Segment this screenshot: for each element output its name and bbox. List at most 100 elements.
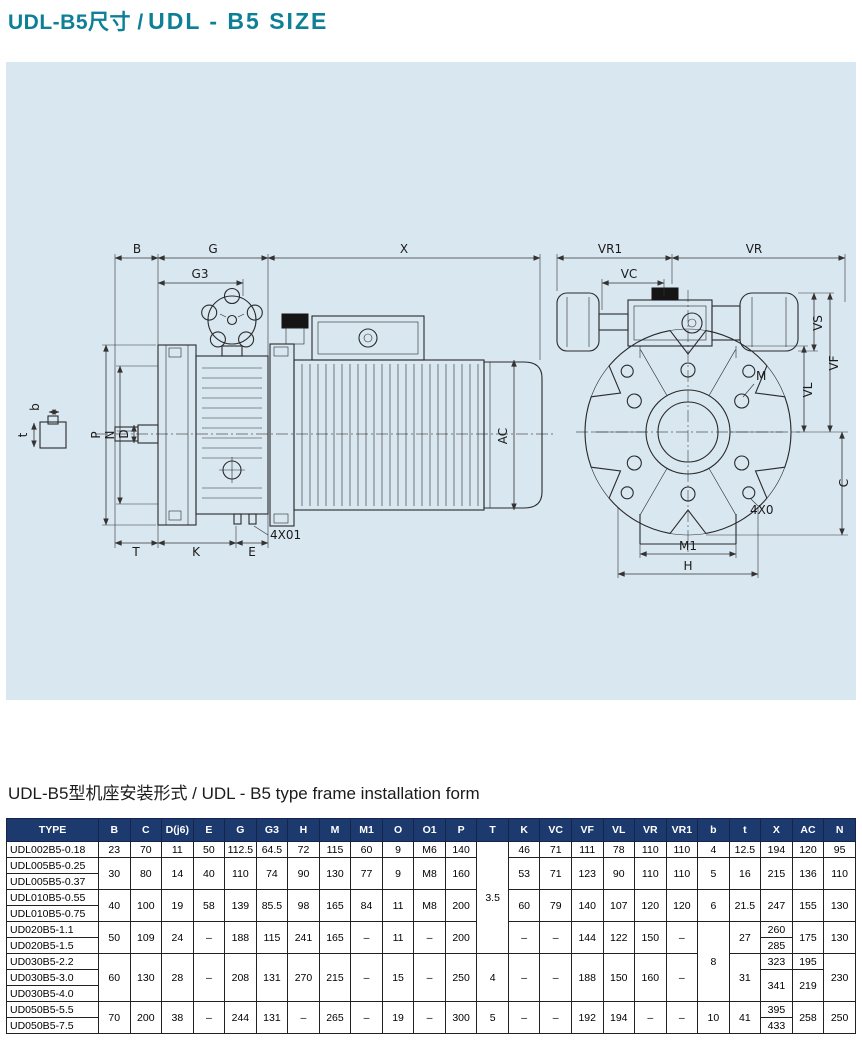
value-cell: 270 [287, 953, 320, 1002]
value-cell: 90 [287, 857, 320, 890]
value-cell: 115 [318, 841, 352, 858]
value-cell: 131 [255, 1001, 289, 1034]
value-cell: 27 [728, 921, 762, 954]
column-header: H [287, 818, 320, 842]
value-cell: – [192, 1001, 226, 1034]
value-cell: 79 [539, 889, 572, 922]
column-header: E [192, 818, 226, 842]
value-cell: – [350, 921, 383, 954]
column-header: X [760, 818, 793, 842]
column-header: AC [791, 818, 825, 842]
dim-label-t: t [16, 432, 30, 437]
value-cell: 250 [444, 953, 478, 1002]
value-cell: 50 [192, 841, 226, 858]
value-cell: 200 [444, 921, 478, 954]
column-header: G3 [255, 818, 289, 842]
value-cell: 215 [318, 953, 352, 1002]
type-cell: UD020B5-1.5 [6, 937, 99, 954]
value-cell: 130 [129, 953, 163, 1002]
drawing-panel: B G X G3 b t P N D T K E 4X01 AC [6, 62, 856, 700]
value-cell: 160 [444, 857, 478, 890]
value-cell: 250 [823, 1001, 856, 1034]
value-cell: 11 [381, 889, 415, 922]
type-cell: UD050B5-7.5 [6, 1017, 99, 1034]
value-cell: 188 [570, 953, 604, 1002]
side-view-drawing: B G X G3 b t P N D T K E 4X01 AC [16, 242, 554, 559]
value-cell: 4 [476, 953, 509, 1002]
page-title: UDL-B5尺寸 / UDL - B5 SIZE [8, 6, 328, 36]
value-cell: 230 [823, 953, 856, 1002]
value-cell: 140 [570, 889, 604, 922]
value-cell: 60 [350, 841, 383, 858]
value-cell: 85.5 [255, 889, 289, 922]
dim-label-d: D [117, 429, 131, 438]
value-cell: 120 [634, 889, 667, 922]
type-cell: UD030B5-3.0 [6, 969, 99, 986]
value-cell: 41 [728, 1001, 762, 1034]
value-cell: 115 [255, 921, 289, 954]
column-header: VR1 [665, 818, 699, 842]
value-cell: 208 [224, 953, 257, 1002]
column-header: VR [634, 818, 667, 842]
value-cell: 195 [791, 953, 825, 970]
value-cell: – [539, 953, 572, 1002]
dim-label-4xo1: 4X01 [270, 528, 301, 542]
value-cell: 50 [98, 921, 131, 954]
value-cell: 110 [823, 857, 856, 890]
value-cell: 74 [255, 857, 289, 890]
value-cell: M8 [413, 857, 446, 890]
dim-label-b: b [28, 403, 42, 411]
value-cell: 23 [98, 841, 131, 858]
dim-label-vf: VF [827, 355, 841, 370]
value-cell: 15 [381, 953, 415, 1002]
value-cell: – [350, 953, 383, 1002]
column-header: O1 [413, 818, 446, 842]
value-cell: 244 [224, 1001, 257, 1034]
value-cell: 72 [287, 841, 320, 858]
value-cell: 194 [602, 1001, 636, 1034]
value-cell: – [287, 1001, 320, 1034]
value-cell: 433 [760, 1017, 793, 1034]
column-header: K [507, 818, 541, 842]
value-cell: 40 [98, 889, 131, 922]
type-cell: UD030B5-4.0 [6, 985, 99, 1002]
value-cell: 260 [760, 921, 793, 938]
value-cell: 215 [760, 857, 793, 890]
front-view-drawing: VR1 VR VC VS VF VL M C 4X0 M1 H [556, 242, 851, 578]
value-cell: 110 [634, 841, 667, 858]
value-cell: 11 [381, 921, 415, 954]
value-cell: – [192, 921, 226, 954]
value-cell: 110 [634, 857, 667, 890]
column-header: TYPE [6, 818, 99, 842]
dim-label-b-cap: B [133, 242, 141, 256]
value-cell: 19 [161, 889, 194, 922]
value-cell: – [539, 921, 572, 954]
value-cell: 140 [444, 841, 478, 858]
value-cell: 60 [98, 953, 131, 1002]
value-cell: 11 [161, 841, 194, 858]
value-cell: 21.5 [728, 889, 762, 922]
type-cell: UDL005B5-0.25 [6, 857, 99, 874]
value-cell: 110 [224, 857, 257, 890]
value-cell: – [634, 1001, 667, 1034]
dim-label-n: N [103, 431, 117, 440]
value-cell: 155 [791, 889, 825, 922]
value-cell: 139 [224, 889, 257, 922]
value-cell: 24 [161, 921, 194, 954]
column-header: G [224, 818, 257, 842]
value-cell: 150 [634, 921, 667, 954]
value-cell: 109 [129, 921, 163, 954]
value-cell: 136 [791, 857, 825, 890]
dim-label-g3: G3 [192, 267, 209, 281]
value-cell: 130 [318, 857, 352, 890]
value-cell: 188 [224, 921, 257, 954]
dimension-drawing: B G X G3 b t P N D T K E 4X01 AC [16, 242, 851, 578]
dim-label-h: H [683, 559, 692, 573]
table-row: UD050B5-7.5 433 [6, 1017, 856, 1034]
